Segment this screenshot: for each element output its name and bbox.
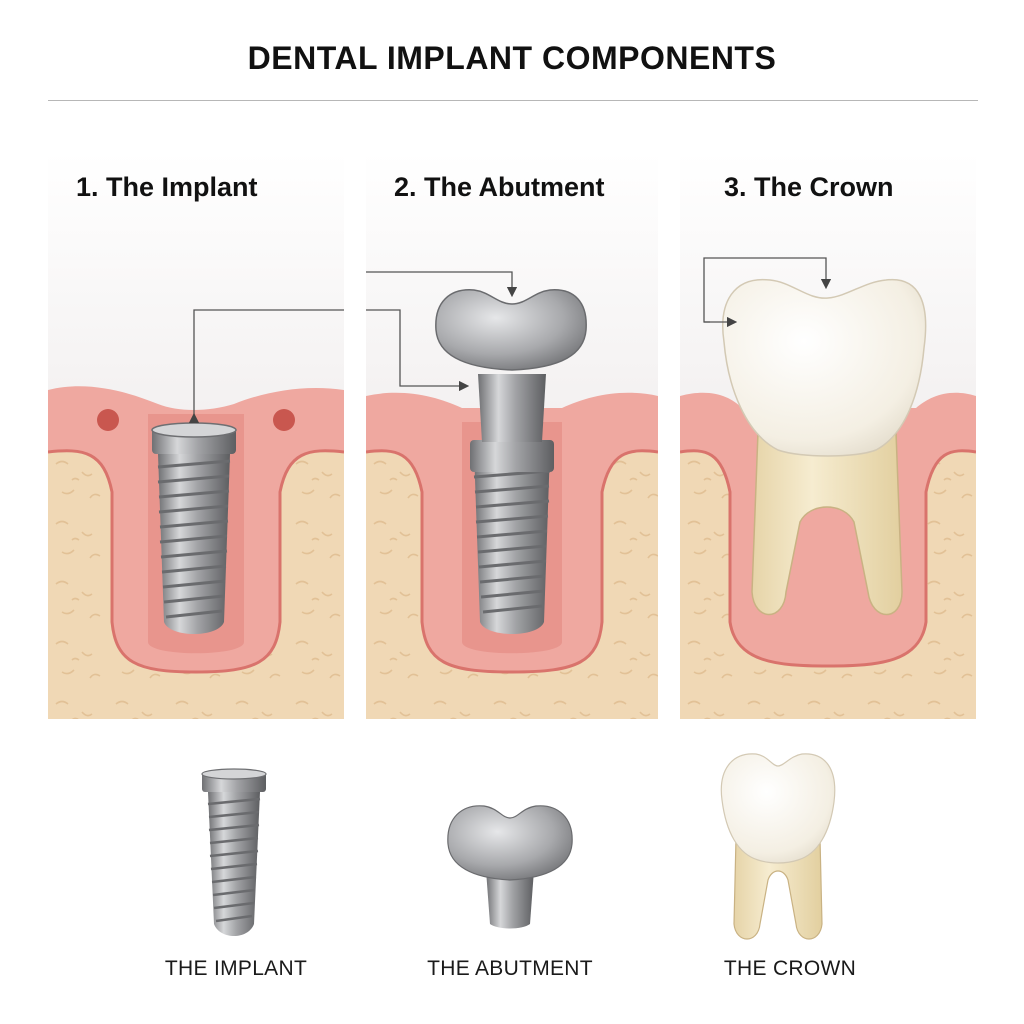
component-label-crown: THE CROWN — [723, 957, 857, 980]
panel-heading-abutment: 2. The Abutment — [394, 172, 605, 202]
crown-component-illustration — [720, 753, 836, 940]
implant-component-illustration — [201, 768, 267, 936]
implant-pointer-line — [188, 309, 344, 424]
abutment-top-pointer — [366, 271, 518, 298]
implant-scene — [48, 152, 344, 719]
panel-crown: 3. The Crown — [680, 152, 976, 719]
component-label-implant: THE IMPLANT — [164, 957, 308, 980]
title-divider — [48, 100, 978, 101]
diagram-title: DENTAL IMPLANT COMPONENTS — [247, 40, 777, 76]
panel-heading-implant: 1. The Implant — [76, 172, 258, 202]
panel-abutment: 2. The Abutment — [366, 152, 658, 719]
component-label-abutment: THE ABUTMENT — [427, 957, 593, 980]
panel-heading-crown: 3. The Crown — [724, 172, 894, 202]
abutment-scene — [366, 152, 658, 719]
abutment-component-illustration — [447, 805, 573, 929]
panel-implant: 1. The Implant — [48, 152, 344, 719]
crown-scene — [680, 152, 976, 719]
implant-fixture — [151, 422, 237, 634]
natural-tooth — [722, 278, 927, 616]
abutment-fixture — [435, 289, 587, 634]
abutment-side-pointer — [366, 309, 470, 392]
